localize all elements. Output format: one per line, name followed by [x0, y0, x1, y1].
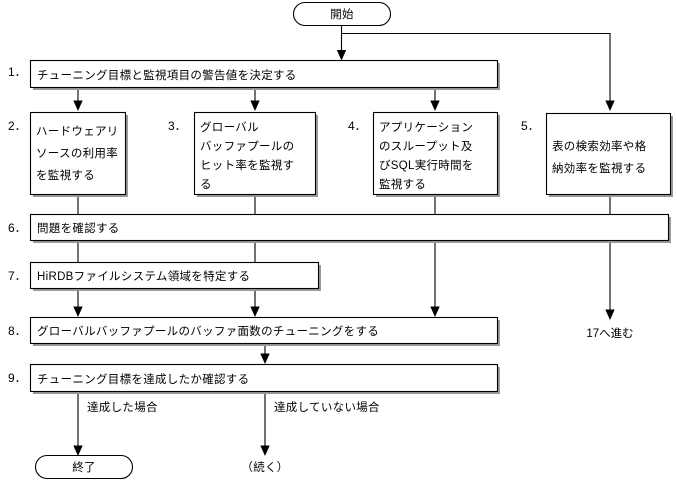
start-terminal-shape [292, 1, 392, 27]
step1-node[interactable]: チューニング目標と監視項目の警告値を決定する [29, 59, 501, 91]
step9-line-1: チューニング目標を達成したか確認する [37, 372, 249, 386]
step6-node[interactable]: 問題を確認する [29, 213, 672, 244]
step3-number: 3． [168, 119, 187, 133]
branch-label-achieved: 達成した場合 [87, 400, 158, 414]
step3-line-1: グローバル [200, 120, 259, 134]
step5-line-1: 表の検索効率や格 [552, 139, 647, 153]
step9-number: 9． [8, 371, 27, 385]
step6-box [29, 213, 670, 242]
step3-line-4: る [200, 179, 212, 191]
step2-node[interactable]: ハードウェアリ ソースの利用率 を監視する [29, 111, 129, 198]
arrowhead-step9 [260, 353, 270, 364]
step9-node[interactable]: チューニング目標を達成したか確認する [29, 363, 501, 395]
step4-node[interactable]: アプリケーション のスループット及 びSQL実行時間を 監視する [372, 111, 501, 198]
step4-line-4: 監視する [379, 177, 426, 191]
step4-line-1: アプリケーション [379, 121, 473, 134]
step4-number: 4． [348, 119, 367, 133]
step2-line-1: ハードウェアリ [36, 125, 119, 138]
step8-number: 8． [8, 324, 27, 338]
step5-box [545, 112, 672, 196]
step8-box [29, 316, 499, 345]
branch-label-not-achieved: 達成していない場合 [274, 400, 380, 414]
step8-line-1: グローバルバッファプールのバッファ面数のチューニングをする [37, 324, 379, 338]
step1-line-1: チューニング目標と監視項目の警告値を決定する [37, 68, 297, 82]
arrowhead-to-step5 [605, 100, 615, 111]
arrowhead-continue [260, 445, 270, 456]
step6-number: 6． [8, 221, 27, 235]
end-terminal-shape [34, 454, 134, 480]
edge-start-to-step5-branch [341, 32, 611, 101]
step7-number: 7． [8, 269, 27, 283]
goto-17-note: 17へ進む [586, 327, 633, 340]
step2-number: 2． [8, 119, 27, 133]
step7-line-1: HiRDBファイルシステム領域を特定する [37, 269, 250, 283]
step1-box [29, 59, 499, 89]
arrowhead-step8-mid [250, 306, 260, 317]
step6-line-1: 問題を確認する [37, 221, 120, 235]
start-terminal-label: 開始 [330, 7, 354, 21]
terminal-end: 終了 [34, 454, 134, 480]
arrowhead-to-step2 [73, 100, 83, 111]
step2-box [29, 111, 127, 196]
step3-line-2: バッファプールの [200, 140, 294, 153]
step7-box [29, 261, 320, 290]
step5-node[interactable]: 表の検索効率や格 納効率を監視する [545, 112, 674, 198]
step3-line-3: ヒット率を監視す [200, 158, 294, 172]
step2-line-3: を監視する [36, 168, 95, 182]
step4-line-2: のスループット及 [379, 140, 473, 153]
arrowhead-to-step4 [430, 100, 440, 111]
arrowhead-to-step3 [250, 100, 260, 111]
edge-layer [73, 25, 615, 456]
arrowhead-goto-note [605, 309, 615, 320]
step9-box [29, 363, 499, 393]
step4-box [372, 111, 499, 196]
step7-node[interactable]: HiRDBファイルシステム領域を特定する [29, 261, 322, 292]
continue-label: （続く） [241, 460, 288, 474]
step3-box [193, 111, 317, 196]
step8-node[interactable]: グローバルバッファプールのバッファ面数のチューニングをする [29, 316, 501, 347]
arrowhead-step8-left [73, 306, 83, 317]
step5-line-2: 納効率を監視する [552, 161, 646, 175]
step5-number: 5． [521, 119, 540, 133]
step3-node[interactable]: グローバル バッファプールの ヒット率を監視す る [193, 111, 319, 198]
arrowhead-step8-right [430, 306, 440, 317]
arrowhead-start-step1 [336, 50, 347, 61]
terminal-start: 開始 [292, 1, 392, 27]
step4-line-3: びSQL実行時間を [379, 158, 474, 172]
step1-number: 1． [8, 65, 27, 79]
step2-line-2: ソースの利用率 [36, 146, 118, 160]
arrowhead-end [73, 445, 83, 456]
end-terminal-label: 終了 [72, 460, 96, 474]
